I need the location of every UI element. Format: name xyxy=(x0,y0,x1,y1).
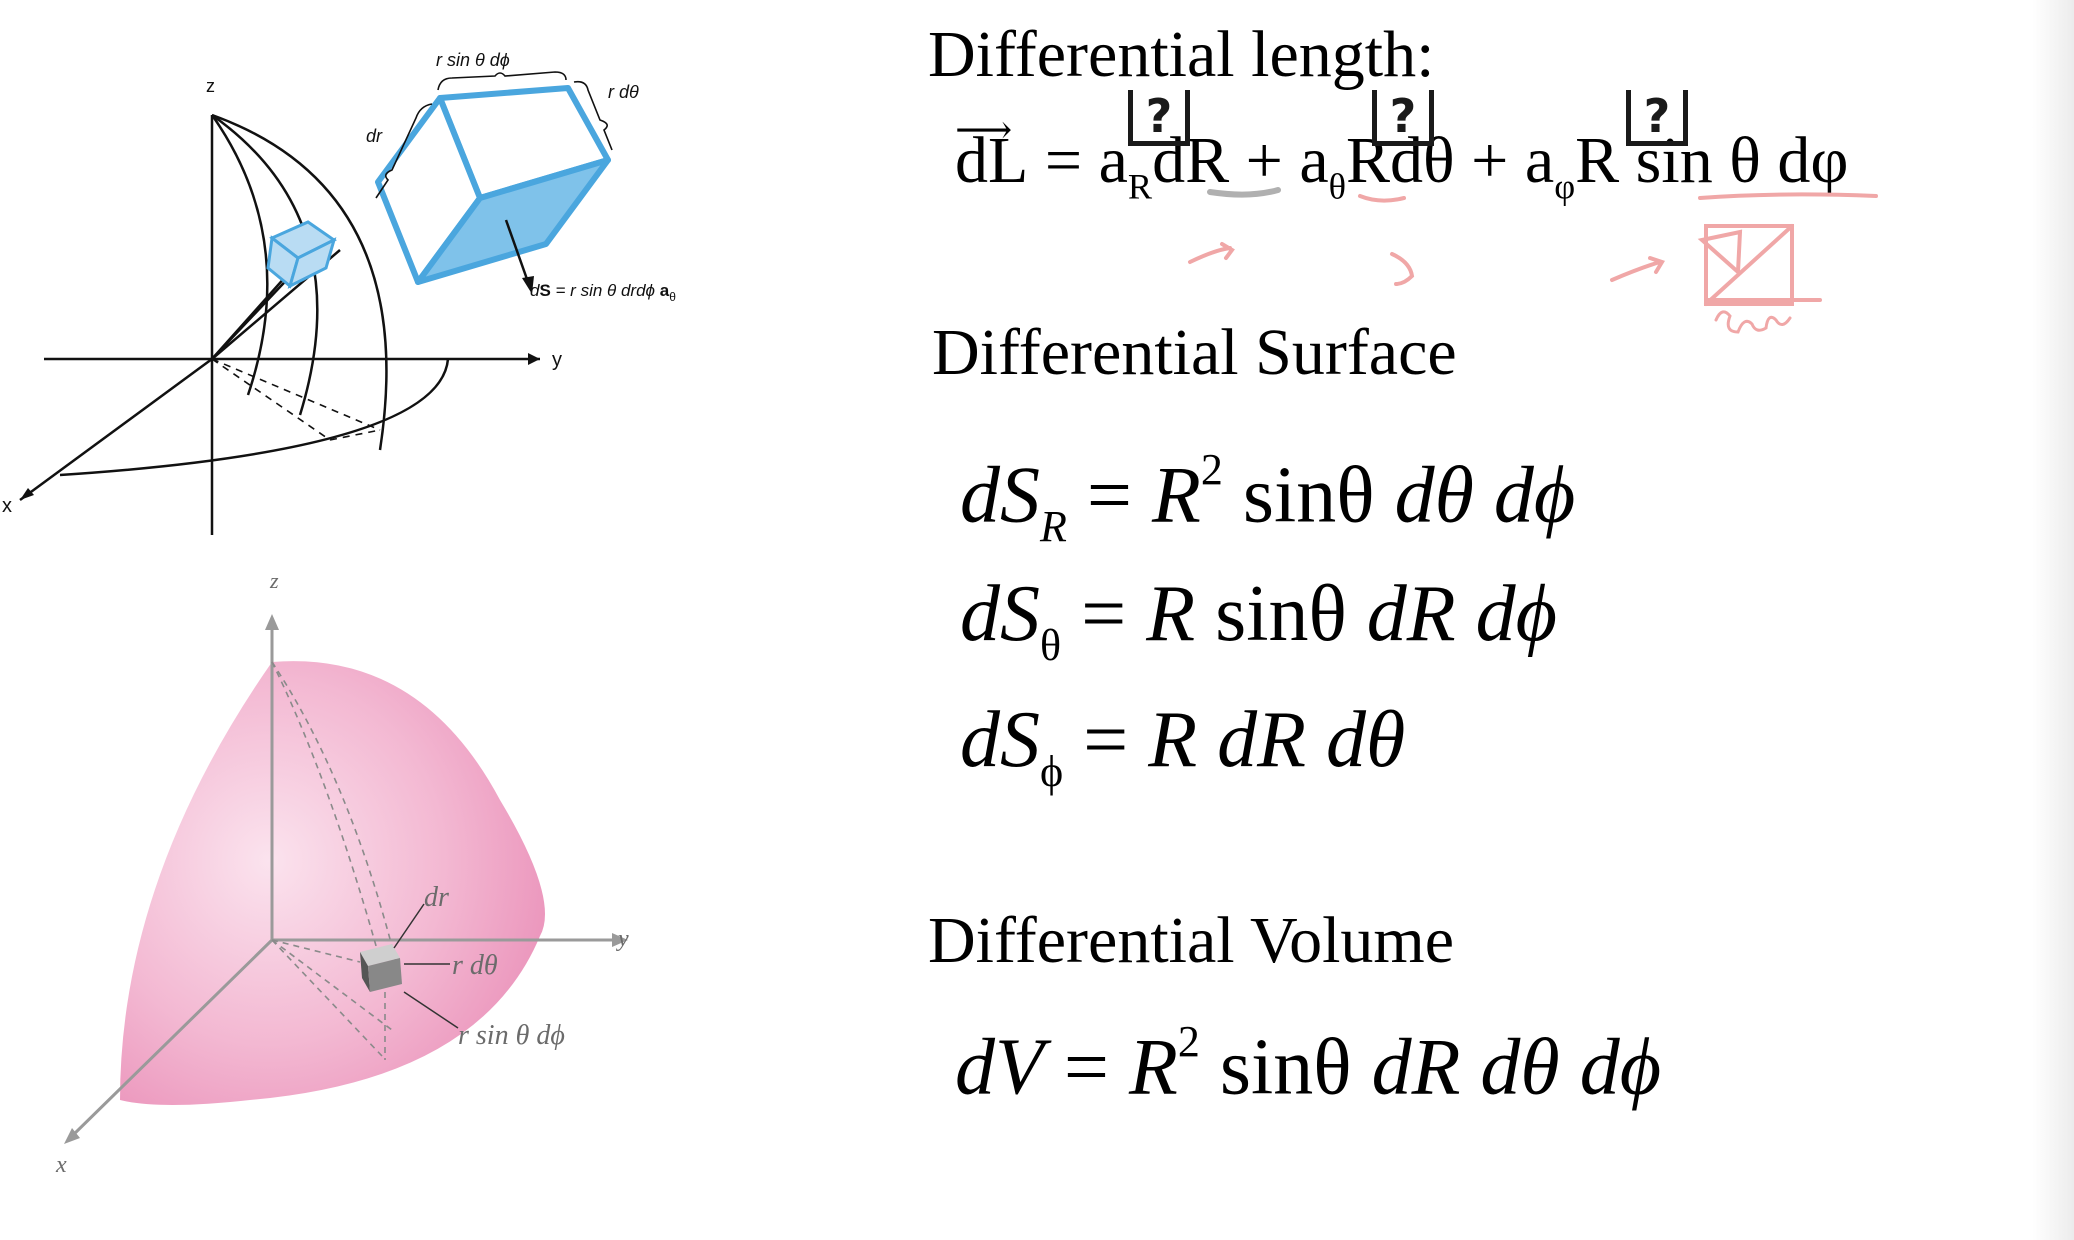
vector-arrow-icon: ⟶ xyxy=(955,107,1013,152)
differential-surface-heading: Differential Surface xyxy=(932,316,1457,389)
r-sin-theta-dphi-label: r sin θ dϕ xyxy=(458,1020,565,1051)
surface-element-label: dS = r sin θ drdϕ aθ xyxy=(530,281,676,304)
axis-z-label: z xyxy=(206,76,215,96)
unknown-unit-vector-box-phi: ? xyxy=(1626,90,1688,146)
differential-length-equation: ⟶dL = aRdR + aθRdθ + aφR sin θ dφ xyxy=(955,107,1849,207)
dr-label: dr xyxy=(424,882,449,913)
volume-element-equation: dV = R2 sinθ dR dθ dϕ xyxy=(955,1017,1662,1112)
unknown-unit-vector-box-theta: ? xyxy=(1372,90,1434,146)
axis-y-label-bottom: y xyxy=(616,926,629,952)
spherical-element-diagram-bottom: z y x dr r dθ r sin θ dϕ xyxy=(0,560,700,1200)
differential-volume-heading: Differential Volume xyxy=(928,904,1455,977)
differential-length-heading: Differential length: xyxy=(928,18,1435,91)
right-edge-shadow xyxy=(2032,0,2074,1240)
surface-element-r: dSR = R2 sinθ dθ dϕ xyxy=(960,445,1576,552)
spherical-element-diagram-top: z y x r sin θ dϕ r dθ dr dS = r sin θ dr… xyxy=(0,20,760,540)
axis-z-label-bottom: z xyxy=(269,568,279,593)
axis-y-label: y xyxy=(552,349,562,371)
r-dtheta-label: r dθ xyxy=(452,950,498,981)
surface-element-phi: dSϕ = R dR dθ xyxy=(960,696,1406,796)
dl-vector: ⟶dL xyxy=(955,107,1029,197)
edge-left-label: dr xyxy=(366,126,383,146)
edge-top-label: r sin θ dϕ xyxy=(436,50,510,70)
edge-right-label: r dθ xyxy=(608,82,639,102)
unknown-unit-vector-box-r: ? xyxy=(1128,90,1190,146)
axis-x-label: x xyxy=(2,495,12,517)
surface-element-theta: dSθ = R sinθ dR dϕ xyxy=(960,570,1558,670)
axis-x-label-bottom: x xyxy=(55,1152,67,1178)
